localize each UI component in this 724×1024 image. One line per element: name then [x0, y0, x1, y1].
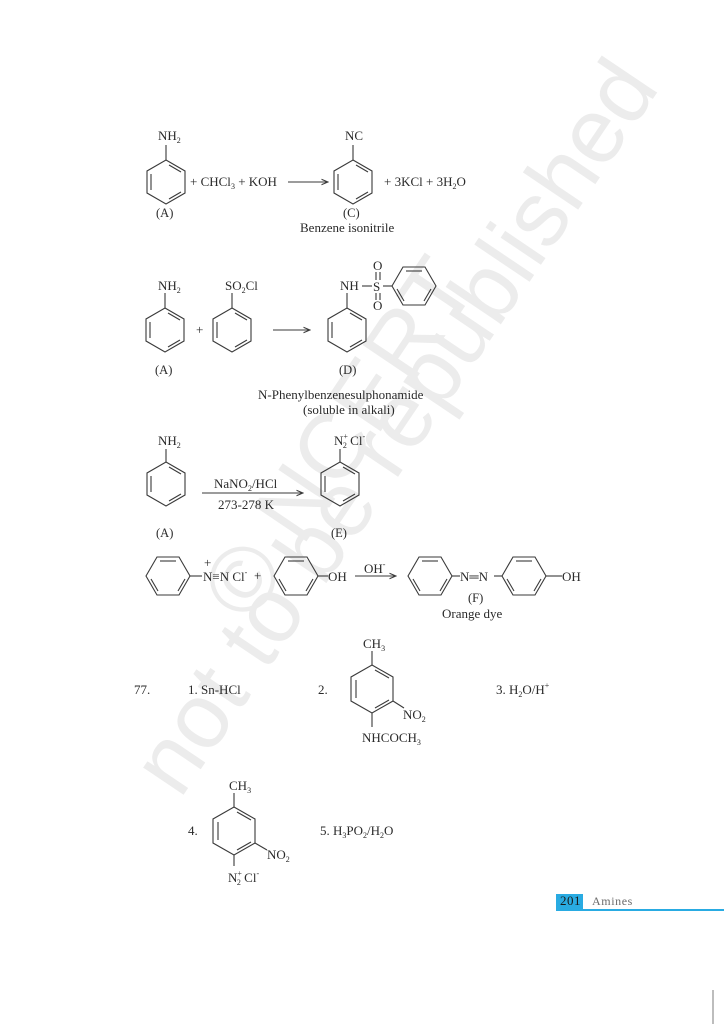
oxygen-bottom: O [373, 298, 382, 313]
nc-label: NC [345, 128, 363, 143]
compound-label-e: (E) [331, 526, 347, 540]
reaction-4: N≡N Cl- + + OH OH- N═N OH (F) Orange dye [145, 555, 581, 621]
reagent-oh: OH- [364, 560, 386, 576]
plus-sign: + [254, 568, 261, 583]
compound-label-a: (A) [155, 363, 172, 377]
product-note: (soluble in alkali) [303, 402, 395, 417]
nh2-label: NH2 [158, 433, 181, 450]
step-4-index: 4. [188, 823, 198, 838]
azo-group: N═N [460, 569, 489, 584]
ch3-label: CH3 [229, 778, 251, 795]
benzenediazonium-structure: N+2 Cl- (E) [320, 432, 365, 540]
chapter-title: Amines [592, 894, 633, 908]
reaction-3: NH2 (A) NaNO2/HCl 273-278 K N+2 Cl- (E) [146, 432, 365, 540]
step-1: 1. Sn-HCl [188, 682, 241, 697]
compound-label-d: (D) [339, 363, 356, 377]
nhcoch3-label: NHCOCH3 [362, 730, 421, 747]
product-name: Benzene isonitrile [300, 220, 394, 235]
step-5: 5. H3PO2/H2O [320, 823, 393, 840]
byproducts-text: + 3KCl + 3H2O [384, 174, 466, 191]
sulphur-label: S [373, 279, 380, 294]
reaction-2: NH2 (A) + SO2Cl NH S O O (D) N-Phenylb [145, 258, 437, 417]
diazonium-label: N+2 Cl- [228, 869, 259, 887]
ch3-label: CH3 [363, 636, 385, 653]
step-2-structure: CH3 NO2 NHCOCH3 [350, 636, 426, 747]
step-2-index: 2. [318, 682, 328, 697]
no2-label: NO2 [267, 847, 290, 864]
oh-label: OH [562, 569, 581, 584]
product-name: N-Phenylbenzenesulphonamide [258, 387, 424, 402]
diazonium-group: N≡N Cl- [203, 568, 248, 584]
compound-label-f: (F) [468, 591, 483, 605]
reaction-1: NH2 (A) + CHCl3 + KOH NC (C) + 3KCl + 3H… [146, 128, 466, 235]
compound-label-a: (A) [156, 206, 173, 220]
plus-sign: + [196, 322, 203, 337]
plus-charge: + [204, 555, 211, 570]
step-4-structure: CH3 NO2 N+2 Cl- [212, 778, 290, 887]
page-number: 201 [556, 894, 583, 910]
sulphonamide-structure: NH S O O (D) [327, 258, 437, 377]
so2cl-label: SO2Cl [225, 278, 258, 295]
question-77: 77. 1. Sn-HCl 2. CH3 NO2 NHCOCH3 3. H2O/… [134, 636, 550, 887]
benzene-isonitrile-structure: NC (C) [333, 128, 373, 220]
oxygen-top: O [373, 258, 382, 273]
footer-rule [556, 909, 724, 911]
crop-mark [712, 990, 714, 1024]
page-footer: 201 Amines [556, 894, 724, 912]
oh-label: OH [328, 569, 347, 584]
reagent-top: NaNO2/HCl [214, 476, 278, 493]
no2-label: NO2 [403, 707, 426, 724]
diazonium-label: N+2 Cl- [334, 432, 365, 450]
question-number: 77. [134, 682, 150, 697]
step-3: 3. H2O/H+ [496, 681, 550, 699]
nh2-label: NH2 [158, 278, 181, 295]
reagents-text: + CHCl3 + KOH [190, 174, 277, 191]
reagent-bottom: 273-278 K [218, 497, 275, 512]
nh-label: NH [340, 278, 359, 293]
compound-label-c: (C) [343, 206, 360, 220]
product-name: Orange dye [442, 606, 503, 621]
compound-label-a: (A) [156, 526, 173, 540]
azo-dye-structure: N═N OH (F) Orange dye [407, 556, 581, 621]
aniline-structure: NH2 (A) [146, 128, 186, 220]
nh2-label: NH2 [158, 128, 181, 145]
